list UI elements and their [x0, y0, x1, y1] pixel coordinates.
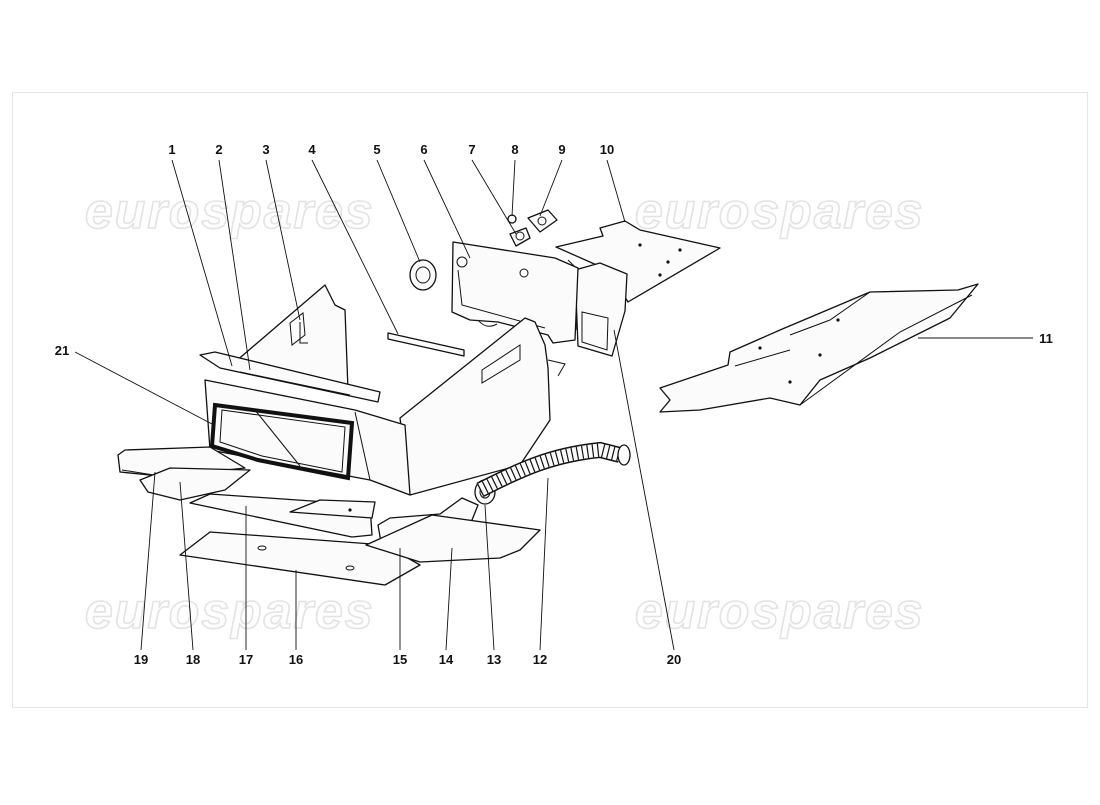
- watermark-bottom-left: eurospares: [85, 583, 375, 639]
- callout-1: 1: [168, 142, 175, 157]
- callout-3: 3: [262, 142, 269, 157]
- callout-14: 14: [439, 652, 454, 667]
- callout-20: 20: [667, 652, 681, 667]
- diagram-frame: [12, 92, 1088, 708]
- callout-17: 17: [239, 652, 253, 667]
- callout-6: 6: [420, 142, 427, 157]
- callout-2: 2: [215, 142, 222, 157]
- callout-16: 16: [289, 652, 303, 667]
- part-11-tunnel-cover: [659, 283, 979, 413]
- callout-7: 7: [468, 142, 475, 157]
- callout-4: 4: [308, 142, 316, 157]
- part-18-left-floor-mat: [139, 467, 251, 501]
- callout-8: 8: [511, 142, 518, 157]
- part-4-strip: [387, 332, 465, 357]
- watermark-group: eurospares eurospares eurospares eurospa…: [84, 182, 925, 640]
- watermark-top-left: eurospares: [85, 183, 375, 239]
- part-12-corrugated-hose: [476, 441, 631, 498]
- callout-19: 19: [134, 652, 148, 667]
- callout-9: 9: [558, 142, 565, 157]
- callout-labels: 1 2 3 4 5 6 7 8 9 10 11 12 13 14 15 16 1…: [55, 142, 1053, 667]
- callout-15: 15: [393, 652, 407, 667]
- callout-10: 10: [600, 142, 614, 157]
- watermark-top-right: eurospares: [635, 183, 925, 239]
- part-5-grommet: [409, 259, 437, 291]
- watermark-bottom-right: eurospares: [635, 583, 925, 639]
- callout-18: 18: [186, 652, 200, 667]
- callout-12: 12: [533, 652, 547, 667]
- part-21-frame-seal: [209, 402, 355, 481]
- callout-21: 21: [55, 343, 69, 358]
- callout-13: 13: [487, 652, 501, 667]
- callout-5: 5: [373, 142, 380, 157]
- leader-lines: [74, 159, 1033, 651]
- part-6-bulkhead-panel: [451, 241, 579, 377]
- callout-11: 11: [1039, 331, 1053, 346]
- part-17-center-floor-board: [189, 493, 376, 538]
- part-3-inner-panel: [289, 312, 306, 346]
- part-14-right-floor-mat: [365, 514, 541, 563]
- part-2-seal-strip: [199, 351, 381, 403]
